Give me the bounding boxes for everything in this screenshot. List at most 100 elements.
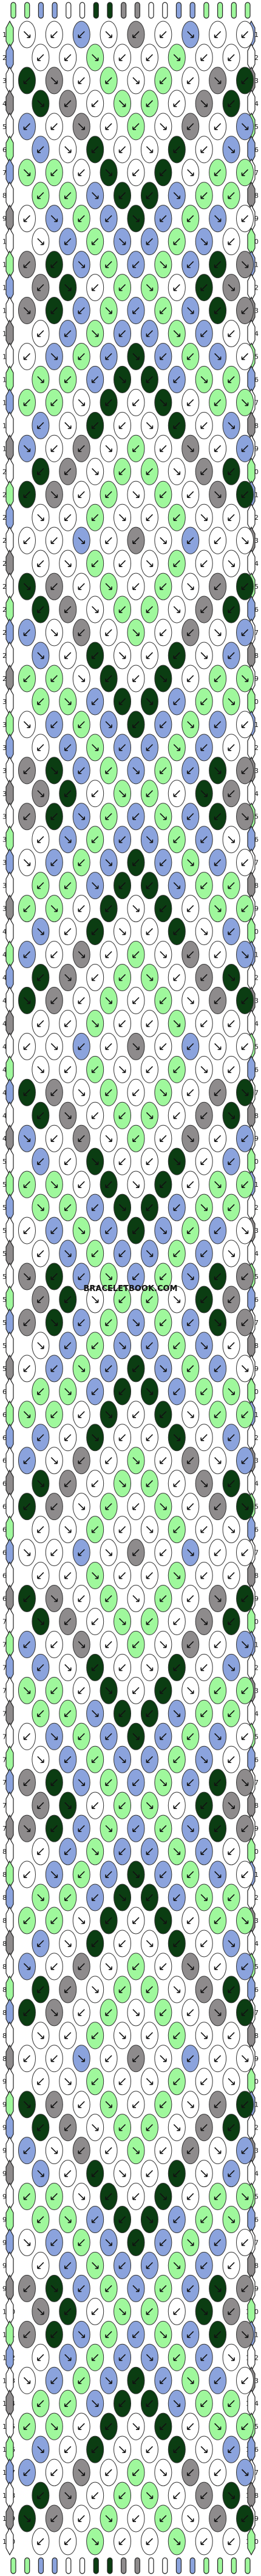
knot-arrow xyxy=(186,2469,194,2476)
knot-arrow xyxy=(64,1296,72,1303)
knot-arrow xyxy=(200,2492,208,2499)
knot-arrow xyxy=(241,169,249,176)
knot-arrow xyxy=(132,2423,140,2430)
knot-arrow xyxy=(200,330,208,337)
knot-arrow xyxy=(118,1296,126,1303)
knot-arrow xyxy=(105,675,112,682)
knot-arrow xyxy=(37,422,44,430)
knot-arrow xyxy=(37,1526,44,1533)
knot-arrow xyxy=(132,1595,140,1602)
knot-arrow xyxy=(228,1066,235,1074)
knot-arrow xyxy=(146,376,153,383)
thread-start xyxy=(189,2,195,19)
knot-arrow xyxy=(132,2147,140,2154)
knot-arrow xyxy=(214,2239,222,2246)
knot-arrow xyxy=(146,2216,154,2223)
knot-arrow xyxy=(105,1917,112,1924)
knot-arrow xyxy=(23,399,31,407)
knot-arrow xyxy=(200,2354,208,2362)
knot-arrow xyxy=(173,2216,180,2223)
knot-arrow xyxy=(200,1756,208,1764)
knot-arrow xyxy=(37,468,44,476)
knot-arrow xyxy=(160,2239,167,2246)
knot-arrow xyxy=(78,997,85,1004)
knot-arrow xyxy=(146,2032,153,2039)
knot-arrow xyxy=(64,1342,72,1349)
knot-arrow xyxy=(118,1710,126,1718)
knot-arrow xyxy=(64,1664,72,1671)
knot-arrow xyxy=(50,721,58,728)
knot-arrow xyxy=(214,215,222,222)
knot-arrow xyxy=(118,100,126,107)
knot-arrow xyxy=(132,2009,140,2016)
knot-arrow xyxy=(50,2101,58,2108)
knot-arrow xyxy=(186,2331,194,2339)
knot-arrow xyxy=(214,675,222,682)
knot-arrow xyxy=(146,2078,154,2085)
knot-arrow xyxy=(214,1917,222,1924)
knot-arrow xyxy=(228,1526,235,1533)
knot-arrow xyxy=(241,77,249,84)
knot-arrow xyxy=(64,514,72,522)
knot-arrow xyxy=(146,2354,154,2362)
knot-arrow xyxy=(37,1664,44,1671)
knot-arrow xyxy=(173,1756,180,1764)
knot-arrow xyxy=(228,192,235,199)
knot-arrow xyxy=(105,2515,112,2522)
knot-arrow xyxy=(200,1986,208,1993)
knot-arrow xyxy=(37,1572,44,1579)
knot-arrow xyxy=(118,1388,126,1395)
thread-start xyxy=(52,2,58,19)
knot-arrow xyxy=(118,2262,126,2269)
knot-arrow xyxy=(78,123,86,130)
knot-arrow xyxy=(214,629,222,636)
knot-arrow xyxy=(241,675,249,682)
knot-arrow xyxy=(186,1595,194,1602)
knot-arrow xyxy=(186,491,194,499)
knot-arrow xyxy=(160,583,167,590)
knot-arrow xyxy=(160,721,167,728)
knot-arrow xyxy=(173,1296,181,1303)
knot-arrow xyxy=(50,2147,58,2154)
knot-arrow xyxy=(50,1043,58,1051)
knot-arrow xyxy=(214,2147,222,2154)
knot-arrow xyxy=(241,1043,249,1051)
knot-arrow xyxy=(186,1503,194,1510)
knot-arrow xyxy=(214,1779,222,1787)
knot-arrow xyxy=(23,2515,31,2522)
row-number-left: 5 xyxy=(2,123,7,131)
knot-arrow xyxy=(214,1411,222,1418)
knot-arrow xyxy=(173,1618,180,1625)
knot-arrow xyxy=(50,1595,58,1602)
knot-arrow xyxy=(78,1181,85,1188)
knot-arrow xyxy=(200,1158,208,1165)
knot-arrow xyxy=(146,974,154,981)
knot-arrow xyxy=(187,1687,194,1695)
row-number-right: 7 xyxy=(254,169,259,177)
knot-arrow xyxy=(23,1227,31,1234)
knot-arrow xyxy=(132,1687,140,1695)
knot-arrow xyxy=(214,1089,222,1097)
knot-arrow xyxy=(146,330,153,337)
knot-arrow xyxy=(146,54,153,61)
knot-arrow xyxy=(50,1503,58,1510)
knot-arrow xyxy=(91,376,99,383)
knot-arrow xyxy=(146,1158,153,1165)
knot-arrow xyxy=(64,54,72,61)
knot-arrow xyxy=(214,1595,222,1602)
knot-arrow xyxy=(78,1825,85,1832)
knot-arrow xyxy=(228,2400,235,2408)
knot-arrow xyxy=(132,1641,140,1648)
knot-arrow xyxy=(78,1365,86,1372)
knot-arrow xyxy=(173,2400,181,2408)
knot-arrow xyxy=(241,2331,249,2339)
knot-arrow xyxy=(187,169,194,176)
knot-arrow xyxy=(50,1687,58,1695)
knot-arrow xyxy=(241,491,249,499)
knot-arrow xyxy=(105,1043,112,1051)
thread-start xyxy=(79,2,86,19)
knot-arrow xyxy=(132,169,140,176)
knot-arrow xyxy=(214,1457,222,1464)
knot-arrow xyxy=(241,399,249,407)
knot-arrow xyxy=(173,2354,180,2362)
